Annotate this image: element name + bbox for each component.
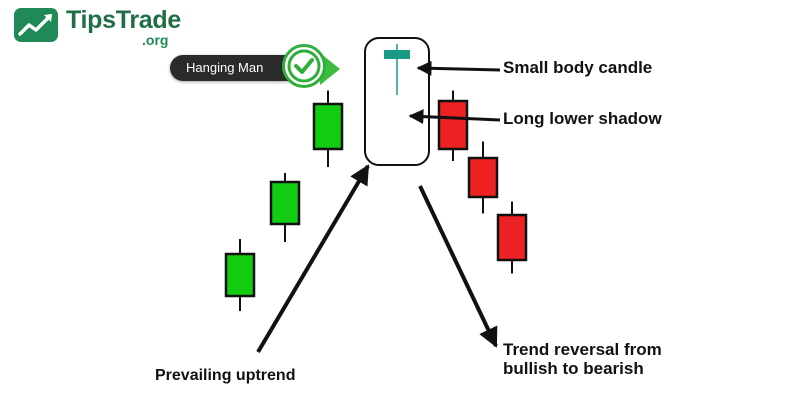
candle-body: [467, 156, 499, 199]
candle-bullish: [224, 239, 256, 311]
candle-body: [384, 50, 410, 59]
candle-bullish: [312, 90, 344, 167]
reversal-label-line-2: bullish to bearish: [503, 359, 644, 378]
reversal-arrow: [418, 185, 498, 348]
candle-body: [437, 99, 469, 151]
tipstrade-logo[interactable]: TipsTrade .org: [14, 4, 194, 50]
long-shadow-label: Long lower shadow: [503, 109, 662, 128]
candle-bearish: [496, 201, 528, 274]
candle-bullish: [269, 173, 301, 242]
candle-body: [269, 180, 301, 226]
candle-body: [224, 252, 256, 298]
badge-label: Hanging Man: [186, 60, 264, 75]
check-circle-icon: [282, 44, 326, 88]
uptrend-arrow: [256, 164, 370, 354]
long-shadow-arrow: [408, 109, 501, 125]
reversal-label: Trend reversal from bullish to bearish: [503, 340, 662, 378]
candle-hanging_man: [384, 44, 410, 95]
uptrend-label: Prevailing uptrend: [155, 367, 296, 384]
small-body-label: Small body candle: [503, 58, 653, 77]
hanging-man-highlight-box: [364, 37, 430, 166]
candle-body: [312, 102, 344, 151]
hanging-man-badge: Hanging Man: [170, 44, 356, 94]
candle-body: [496, 213, 528, 262]
brand-domain: .org: [142, 32, 169, 48]
brand-name: TipsTrade: [66, 6, 181, 34]
candle-bearish: [467, 141, 499, 214]
small-body-arrow: [416, 60, 501, 76]
trend-line-chart-icon: [14, 8, 58, 42]
candle-bearish: [437, 90, 469, 161]
reversal-label-line-1: Trend reversal from: [503, 340, 662, 359]
